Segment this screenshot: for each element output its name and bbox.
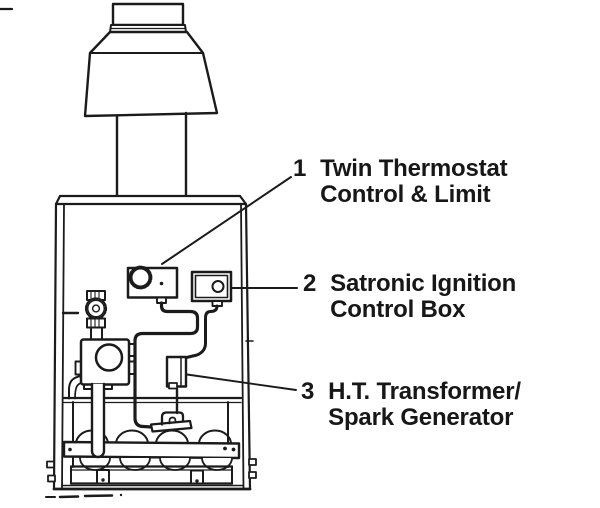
burner-tubes	[75, 429, 232, 445]
callout-2-line-1: Satronic Ignition	[330, 270, 517, 297]
gas-drop-pipe	[90, 382, 106, 459]
cabinet-body	[46, 202, 257, 491]
leader-line-3	[186, 373, 297, 391]
callout-2-number: 2	[303, 270, 317, 297]
callout-3: 3 H.T. Transformer/ Spark Generator	[301, 379, 521, 431]
burner-manifold-bar	[62, 440, 241, 460]
draft-hood	[83, 2, 219, 118]
twin-thermostat-control	[126, 265, 200, 429]
callout-1-text: Twin Thermostat Control & Limit	[320, 156, 507, 208]
callout-1-line-2: Control & Limit	[320, 181, 491, 208]
ignition-wire	[185, 304, 219, 359]
ignition-control-box	[185, 270, 233, 359]
callout-1-number: 1	[293, 155, 307, 182]
spark-igniter	[149, 411, 193, 433]
flue-pipe	[115, 111, 188, 198]
callout-3-number: 3	[301, 378, 315, 405]
callout-1-line-1: Twin Thermostat	[320, 155, 508, 182]
scan-artifacts	[0, 7, 254, 499]
cabinet-top-flange	[54, 194, 248, 206]
callout-1: 1 Twin Thermostat Control & Limit	[293, 155, 508, 208]
leader-lines	[161, 176, 298, 391]
base-frame	[69, 465, 234, 485]
thermostat-dial	[128, 265, 153, 290]
callout-3-line-2: Spark Generator	[328, 404, 514, 431]
callout-3-line-1: H.T. Transformer/	[328, 378, 521, 405]
callout-2-text: Satronic Ignition Control Box	[330, 271, 516, 323]
callout-3-text: H.T. Transformer/ Spark Generator	[328, 379, 521, 431]
thermostat-wire	[133, 301, 200, 429]
burner-tube-bottoms	[79, 457, 233, 471]
callout-2-line-2: Control Box	[330, 296, 466, 323]
gas-valve	[61, 290, 136, 400]
ht-transformer	[165, 355, 188, 415]
callout-2: 2 Satronic Ignition Control Box	[303, 271, 516, 323]
leader-line-1	[161, 176, 292, 265]
